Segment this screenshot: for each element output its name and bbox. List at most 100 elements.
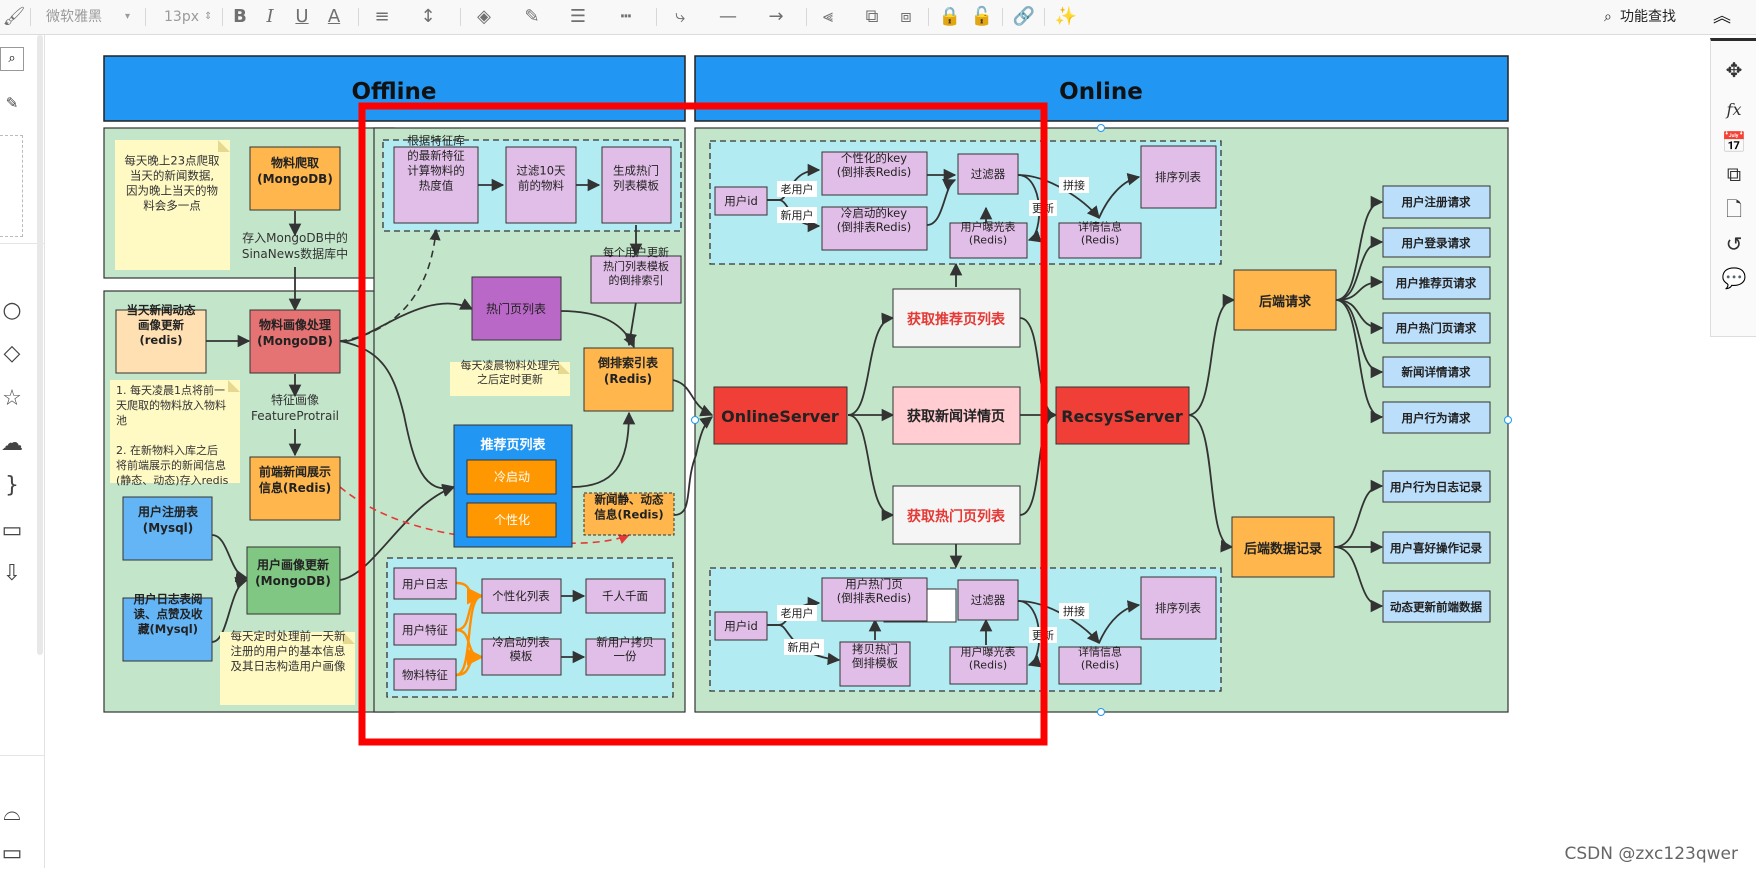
search-icon[interactable]: ⌕: [0, 47, 24, 71]
thousand-faces-node[interactable]: [585, 578, 666, 614]
material-profile-node[interactable]: [249, 309, 341, 374]
brace-shape-icon[interactable]: }: [5, 473, 19, 498]
font-color-icon[interactable]: A: [327, 6, 341, 27]
detail-bottom-node[interactable]: [1058, 646, 1142, 685]
send-back-icon[interactable]: ⧈: [900, 6, 912, 27]
userid-bottom-node[interactable]: [714, 611, 768, 641]
sort-bottom-node[interactable]: [1140, 576, 1217, 640]
req-login-node[interactable]: [1382, 227, 1491, 258]
personal-list-node[interactable]: [481, 578, 562, 614]
cold-key-node[interactable]: [821, 206, 928, 251]
backend-log-node[interactable]: [1231, 516, 1335, 578]
user-hot-page-node[interactable]: [821, 577, 928, 622]
filter-top-node[interactable]: [957, 153, 1019, 195]
fill-color-icon[interactable]: ◈: [477, 6, 491, 27]
font-family-select[interactable]: 微软雅黑: [46, 9, 102, 25]
feature-search-button[interactable]: 功能查找: [1620, 9, 1676, 25]
line-start-icon[interactable]: —: [719, 6, 737, 27]
copy-hot-template-node[interactable]: [839, 641, 911, 687]
selection-handle[interactable]: [1097, 124, 1105, 132]
cold-list-template-node[interactable]: [481, 638, 562, 676]
user-feature-node[interactable]: [393, 613, 457, 646]
new-user-copy-node[interactable]: [585, 638, 666, 676]
each-user-update-node[interactable]: [590, 255, 682, 304]
magic-wand-icon[interactable]: ✨: [1054, 6, 1078, 27]
selection-handle[interactable]: [691, 416, 699, 424]
bold-icon[interactable]: B: [233, 6, 247, 27]
link-icon[interactable]: 🔗: [1012, 6, 1036, 27]
unlock-icon[interactable]: 🔓: [970, 6, 994, 27]
req-action-node[interactable]: [1382, 401, 1491, 434]
req-rec-node[interactable]: [1382, 266, 1491, 300]
get-hot-list-node[interactable]: [892, 485, 1021, 545]
backend-request-node[interactable]: [1233, 269, 1337, 331]
calendar-icon[interactable]: 📅: [1721, 130, 1747, 154]
log-action-node[interactable]: [1382, 470, 1491, 503]
arrow-end-icon[interactable]: →: [768, 6, 784, 27]
detail-top-node[interactable]: [1058, 222, 1142, 259]
filter-10days-node[interactable]: [505, 146, 577, 224]
user-log-table-node[interactable]: [122, 597, 213, 662]
star-shape-icon[interactable]: ☆: [2, 386, 22, 411]
user-register-table-node[interactable]: [122, 496, 213, 561]
frontend-news-node[interactable]: [249, 456, 341, 521]
formula-icon[interactable]: fx: [1726, 100, 1742, 119]
log-like-node[interactable]: [1382, 531, 1491, 564]
sort-top-node[interactable]: [1140, 145, 1217, 209]
filter-bottom-node[interactable]: [957, 579, 1019, 621]
italic-icon[interactable]: I: [266, 6, 274, 27]
underline-icon[interactable]: U: [295, 6, 309, 27]
navigator-icon[interactable]: ✥: [1725, 58, 1743, 82]
line-style-icon[interactable]: ┅: [620, 6, 632, 27]
document-shape-icon[interactable]: ⌓: [3, 801, 21, 826]
arrow-shape-icon[interactable]: ⇩: [2, 561, 22, 586]
line-color-icon[interactable]: ✎: [524, 6, 540, 27]
chevron-down-icon[interactable]: ▾: [125, 11, 131, 22]
line-spacing-icon[interactable]: ↕: [420, 6, 436, 27]
news-static-dynamic-node[interactable]: [583, 492, 675, 536]
userid-top-node[interactable]: [714, 186, 768, 216]
recsys-server-node[interactable]: [1055, 386, 1190, 445]
inverted-index-node[interactable]: [583, 347, 674, 412]
comment-icon[interactable]: 💬: [1721, 266, 1747, 290]
user-profile-update-node[interactable]: [246, 546, 341, 615]
line-width-icon[interactable]: ☰: [569, 6, 587, 27]
online-server-node[interactable]: [713, 386, 848, 445]
material-crawl-node[interactable]: [249, 146, 341, 211]
material-feature-node[interactable]: [393, 658, 457, 691]
history-icon[interactable]: ↺: [1725, 232, 1743, 256]
table-shape-icon[interactable]: ▭: [1, 841, 23, 866]
diamond-shape-icon[interactable]: ◇: [3, 341, 21, 366]
req-hot-node[interactable]: [1382, 312, 1491, 344]
circle-shape-icon[interactable]: ○: [2, 298, 22, 323]
feature-calc-node[interactable]: [393, 146, 479, 224]
connector-icon[interactable]: ⤷: [674, 6, 686, 27]
align-left-icon[interactable]: ⫷: [822, 6, 834, 27]
edit-icon[interactable]: ✎: [5, 94, 19, 112]
log-dynamic-node[interactable]: [1382, 590, 1491, 623]
stepper-icon[interactable]: ⇕: [204, 11, 213, 22]
cold-start-node[interactable]: [466, 459, 557, 495]
selection-handle[interactable]: [1097, 708, 1105, 716]
news-dynamic-node[interactable]: [115, 309, 207, 374]
user-log-node[interactable]: [393, 567, 457, 600]
pages-icon[interactable]: ⧉: [1726, 162, 1742, 186]
font-size-input[interactable]: 13px: [164, 9, 199, 25]
personalized-node[interactable]: [466, 502, 557, 538]
get-rec-list-node[interactable]: [892, 288, 1021, 348]
scrollbar[interactable]: [37, 35, 43, 655]
selection-handle[interactable]: [1504, 416, 1512, 424]
req-register-node[interactable]: [1382, 185, 1491, 219]
req-news-detail-node[interactable]: [1382, 356, 1491, 388]
line-shape-icon[interactable]: ▭: [1, 518, 23, 543]
lock-icon[interactable]: 🔒: [938, 6, 962, 27]
hot-page-list-node[interactable]: [471, 276, 562, 341]
format-painter-icon[interactable]: 🖌: [2, 6, 26, 27]
personal-key-node[interactable]: [821, 151, 928, 196]
align-icon[interactable]: ≡: [374, 6, 390, 27]
gen-hot-template-node[interactable]: [601, 146, 672, 224]
exposure-top-node[interactable]: [949, 222, 1028, 259]
get-news-detail-node[interactable]: [892, 386, 1021, 445]
collapse-toolbar-icon[interactable]: ︽: [1713, 6, 1731, 27]
bring-front-icon[interactable]: ⧉: [865, 6, 879, 27]
